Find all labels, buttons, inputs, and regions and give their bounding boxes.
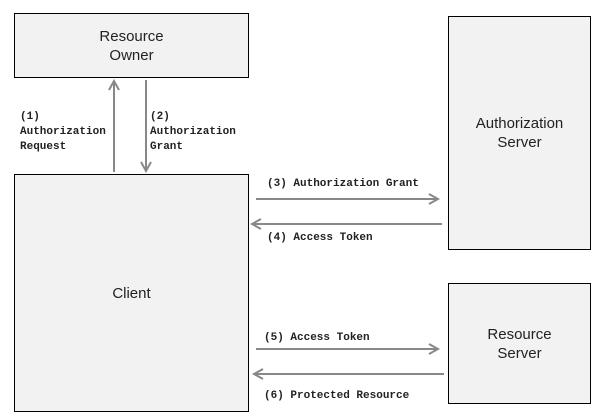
step1-line2: Request bbox=[20, 141, 67, 153]
step2-label: (2) Authorization Grant bbox=[150, 110, 236, 155]
resource-server-label-line1: Resource bbox=[487, 325, 552, 343]
step1-line1: Authorization bbox=[20, 126, 106, 138]
resource-owner-label-line1: Resource bbox=[99, 27, 164, 45]
authorization-server-label-line2: Server bbox=[497, 134, 542, 151]
step4-label: (4) Access Token bbox=[267, 232, 373, 244]
step1-number: (1) bbox=[20, 111, 40, 123]
client-label: Client bbox=[112, 284, 151, 302]
resource-server-box: Resource Server bbox=[448, 283, 591, 404]
step1-label: (1) Authorization Request bbox=[20, 110, 106, 155]
authorization-server-box: Authorization Server bbox=[448, 16, 591, 250]
client-box: Client bbox=[14, 174, 249, 412]
resource-server-label-line2: Server bbox=[497, 344, 542, 362]
step3-label: (3) Authorization Grant bbox=[267, 178, 419, 190]
authorization-server-label-line1: Authorization bbox=[475, 115, 564, 132]
resource-owner-box: Resource Owner bbox=[14, 13, 249, 78]
step2-line2: Grant bbox=[150, 141, 184, 153]
step2-line1: Authorization bbox=[150, 126, 236, 138]
step5-label: (5) Access Token bbox=[264, 332, 370, 344]
step2-number: (2) bbox=[150, 111, 170, 123]
resource-owner-label-line2: Owner bbox=[109, 46, 154, 64]
step6-label: (6) Protected Resource bbox=[264, 390, 410, 402]
